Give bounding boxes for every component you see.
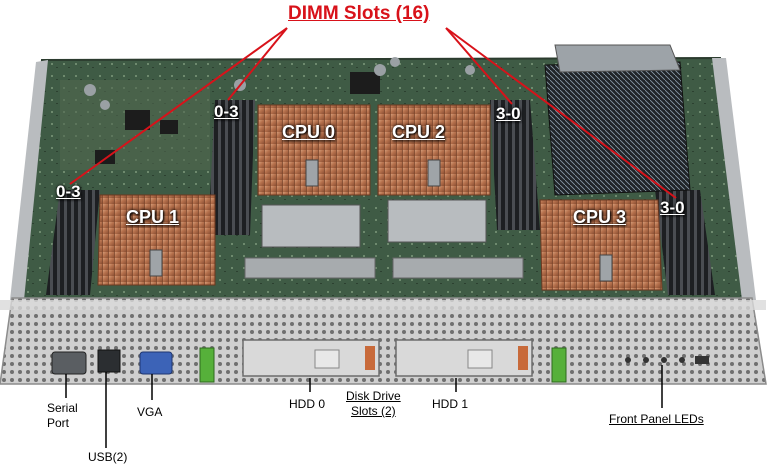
dimm-label-top-right: 3-0 (496, 104, 521, 123)
dimm-label-right: 3-0 (660, 198, 685, 217)
right-latch (551, 347, 567, 383)
cpu3-label: CPU 3 (573, 207, 627, 227)
serial-port-caption: Serial Port (47, 401, 78, 430)
usb-ports (97, 349, 121, 373)
hdd0-bay (242, 339, 380, 377)
chipset-heatsink (544, 61, 691, 196)
cpu3-heatsink (539, 199, 663, 291)
usb-caption: USB(2) (88, 450, 128, 464)
dimm-slots-right (655, 190, 715, 295)
diagram-title: DIMM Slots (16) (288, 3, 430, 24)
left-latch (199, 347, 215, 383)
vrm-right (387, 199, 487, 243)
cpu2-label: CPU 2 (392, 122, 446, 142)
vga-caption: VGA (137, 405, 163, 419)
dimm-slots-left (46, 190, 100, 295)
hdd0-caption: HDD 0 (289, 397, 326, 411)
dimm-pointer-lines (69, 27, 677, 199)
vrm-left (261, 204, 361, 248)
front-panel-leds (625, 356, 709, 364)
front-bezel (0, 297, 767, 385)
cpu1-label: CPU 1 (126, 207, 180, 227)
dimm-slots-top-left (208, 100, 255, 235)
callout-lines (65, 365, 663, 448)
dimm-label-top-left: 0-3 (214, 102, 239, 121)
dimm-slots-top-right (490, 100, 540, 230)
cpu0-label: CPU 0 (282, 122, 336, 142)
serial-port (51, 351, 87, 375)
disk-drive-slots-caption: Disk Drive Slots (2) (346, 389, 401, 418)
front-panel-leds-caption: Front Panel LEDs (609, 412, 704, 426)
dimm-label-left: 0-3 (56, 182, 81, 201)
hdd1-caption: HDD 1 (432, 397, 469, 411)
left-rail (10, 60, 48, 300)
vga-port (139, 351, 173, 375)
hdd1-bay (395, 339, 533, 377)
cpu1-heatsink (97, 194, 216, 286)
right-rail (712, 58, 756, 300)
